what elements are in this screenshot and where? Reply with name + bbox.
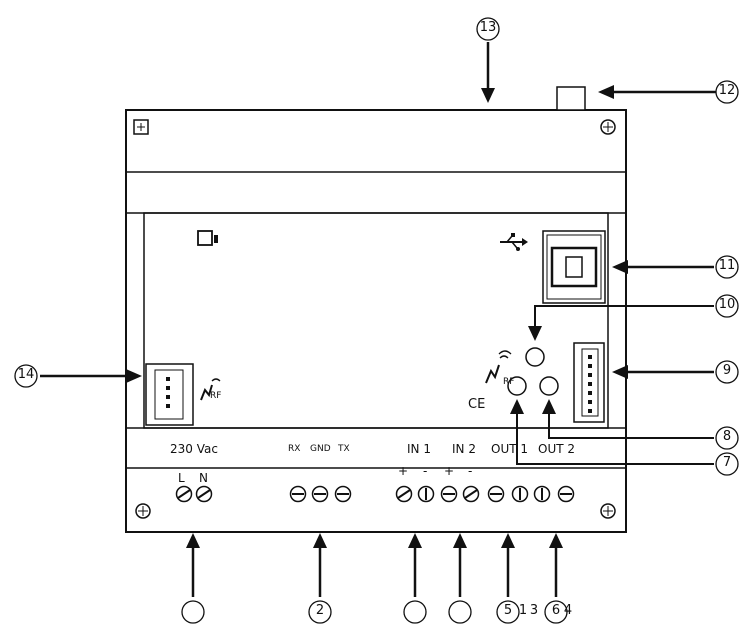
led-10 bbox=[525, 347, 545, 367]
arrow-9 bbox=[612, 365, 714, 379]
callout-14: 14 bbox=[17, 367, 35, 382]
callout-7: 7 bbox=[722, 455, 732, 470]
in1-label: IN 1 bbox=[407, 442, 431, 456]
terminal-l bbox=[175, 485, 193, 503]
in2-plus-label: + bbox=[444, 464, 455, 478]
in1-minus-label: - bbox=[423, 464, 428, 478]
callout-8: 8 bbox=[722, 429, 732, 444]
arrow-12 bbox=[598, 85, 718, 99]
callout-4: 4 bbox=[563, 603, 573, 618]
callout-6: 6 bbox=[551, 603, 561, 618]
screw-icon bbox=[600, 503, 616, 519]
callout-3: 3 bbox=[529, 603, 539, 618]
usb-connector bbox=[542, 230, 606, 304]
out2-label: OUT 2 bbox=[538, 442, 576, 456]
arrow-bottom-in1 bbox=[408, 533, 422, 597]
arrow-11 bbox=[612, 260, 714, 274]
power-label: 230 Vac bbox=[170, 442, 218, 456]
terminal-out2-a bbox=[533, 485, 551, 503]
arrow-8 bbox=[542, 399, 714, 439]
callout-circle-13 bbox=[476, 17, 500, 41]
right-connector bbox=[573, 342, 605, 423]
arrow-bottom-out2 bbox=[549, 533, 563, 597]
in2-minus-label: - bbox=[468, 464, 473, 478]
led-7 bbox=[507, 376, 527, 396]
callout-circle-blank-3 bbox=[448, 600, 472, 624]
ce-mark-icon: CE bbox=[468, 397, 486, 412]
terminal-in2-minus bbox=[462, 485, 480, 503]
terminal-n bbox=[195, 485, 213, 503]
n-label: N bbox=[199, 471, 208, 485]
rf-icon bbox=[485, 350, 512, 384]
terminal-out2-b bbox=[557, 485, 575, 503]
l-label: L bbox=[178, 471, 185, 485]
terminal-in2-plus bbox=[440, 485, 458, 503]
screw-icon bbox=[133, 119, 149, 135]
rf-icon bbox=[200, 378, 221, 401]
left-connector bbox=[145, 363, 194, 426]
led-8 bbox=[539, 376, 559, 396]
callout-2: 2 bbox=[315, 603, 325, 618]
screw-icon bbox=[600, 119, 616, 135]
callout-10: 10 bbox=[718, 297, 736, 312]
in1-plus-label: + bbox=[398, 464, 409, 478]
callout-circle-9 bbox=[715, 360, 739, 384]
callout-circle-8 bbox=[715, 426, 739, 450]
arrow-13 bbox=[481, 42, 495, 103]
rx-label: RX bbox=[288, 444, 301, 454]
in2-label: IN 2 bbox=[452, 442, 476, 456]
top-button bbox=[556, 86, 586, 111]
terminal-out1-a bbox=[487, 485, 505, 503]
callout-12: 12 bbox=[718, 83, 736, 98]
gnd-label: GND bbox=[310, 444, 331, 454]
device-body bbox=[125, 109, 627, 533]
callout-circle-2 bbox=[308, 600, 332, 624]
terminal-rx bbox=[289, 485, 307, 503]
rf-left-label: RF bbox=[210, 391, 222, 401]
arrow-bottom-power bbox=[186, 533, 200, 597]
callout-circle-12 bbox=[715, 80, 739, 104]
callout-circle-14 bbox=[14, 364, 38, 388]
callout-13: 13 bbox=[479, 20, 497, 35]
tx-label: TX bbox=[338, 444, 350, 454]
callout-circle-blank-2 bbox=[403, 600, 427, 624]
callout-11: 11 bbox=[718, 258, 736, 273]
out1-label: OUT 1 bbox=[491, 442, 529, 456]
terminal-gnd bbox=[311, 485, 329, 503]
terminal-in1-minus bbox=[417, 485, 435, 503]
callout-1: 1 bbox=[518, 603, 528, 618]
callout-5: 5 bbox=[503, 603, 513, 618]
callout-circle-7 bbox=[715, 452, 739, 476]
callout-circle-blank-1 bbox=[181, 600, 205, 624]
screw-icon bbox=[135, 503, 151, 519]
arrow-7 bbox=[510, 399, 714, 465]
battery-icon bbox=[197, 230, 218, 246]
arrow-10 bbox=[528, 305, 714, 341]
arrow-bottom-out1 bbox=[501, 533, 515, 597]
terminal-in1-plus bbox=[395, 485, 413, 503]
arrow-bottom-in2 bbox=[453, 533, 467, 597]
callout-circle-6 bbox=[544, 600, 568, 624]
terminal-out1-b bbox=[511, 485, 529, 503]
callout-circle-5 bbox=[496, 600, 520, 624]
callout-circle-11 bbox=[715, 255, 739, 279]
terminal-tx bbox=[334, 485, 352, 503]
arrow-14 bbox=[40, 369, 142, 383]
callout-9: 9 bbox=[722, 363, 732, 378]
callout-circle-10 bbox=[715, 294, 739, 318]
usb-icon bbox=[500, 233, 528, 251]
arrow-bottom-2 bbox=[313, 533, 327, 597]
rf-right-label: RF bbox=[503, 377, 515, 387]
